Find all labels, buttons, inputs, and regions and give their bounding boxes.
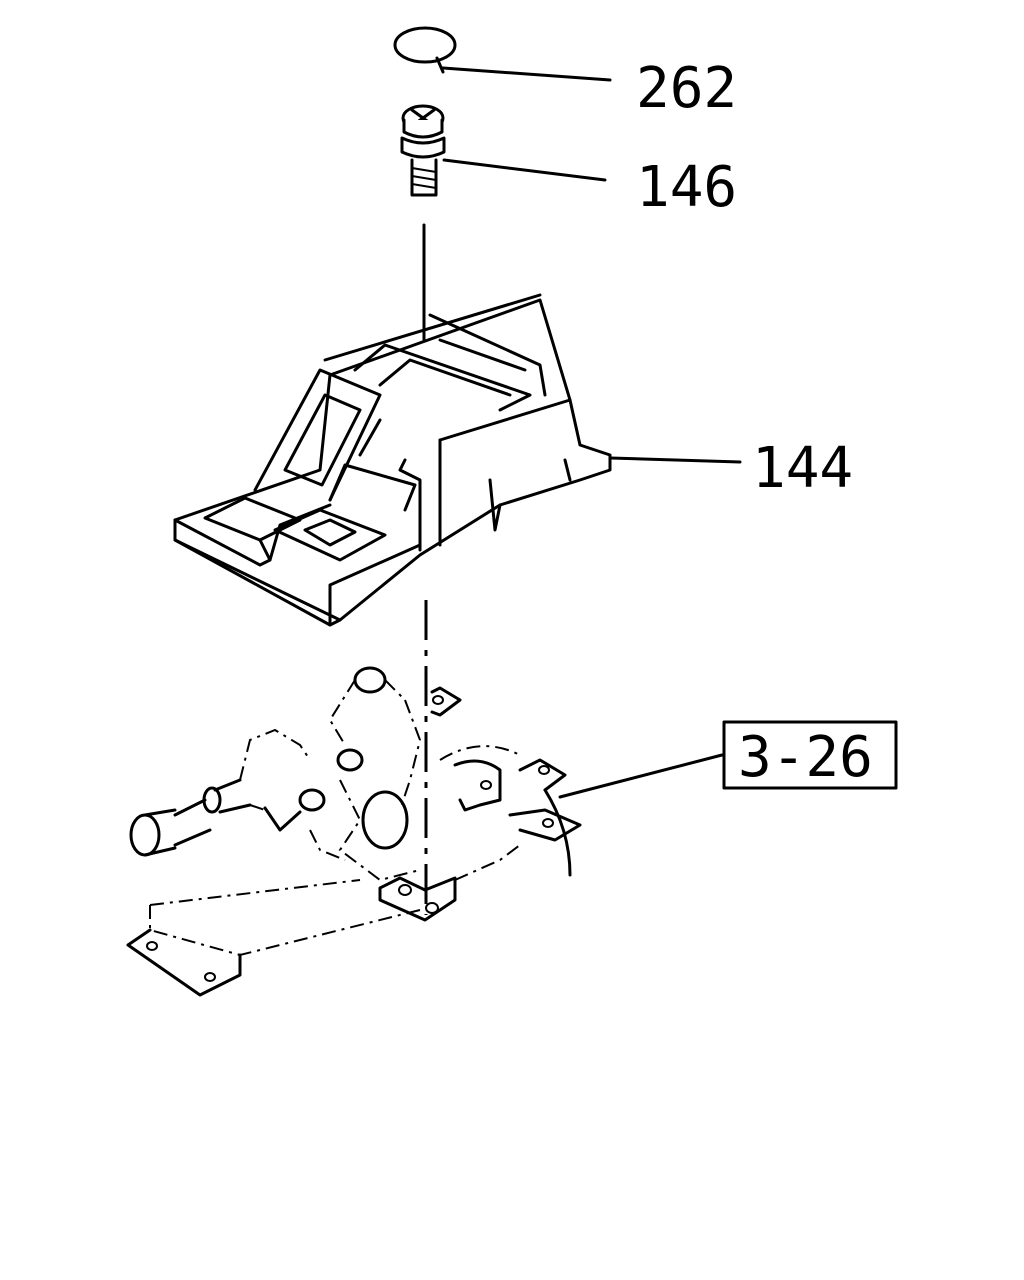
screw-part[interactable] xyxy=(400,104,446,197)
console-housing-part[interactable] xyxy=(173,293,612,627)
callout-144[interactable]: 144 xyxy=(752,436,853,501)
leader-line-146 xyxy=(442,158,607,182)
reference-box[interactable] xyxy=(722,720,898,790)
callout-146[interactable]: 146 xyxy=(636,155,737,220)
cap-plug-part[interactable] xyxy=(393,26,457,74)
leader-line-262 xyxy=(441,66,612,82)
shift-mechanism-reference[interactable] xyxy=(126,666,582,997)
leader-line-reference xyxy=(558,753,724,799)
callout-262[interactable]: 262 xyxy=(636,56,737,121)
leader-line-144 xyxy=(608,456,742,464)
reference-label[interactable]: 3-26 xyxy=(738,725,873,790)
